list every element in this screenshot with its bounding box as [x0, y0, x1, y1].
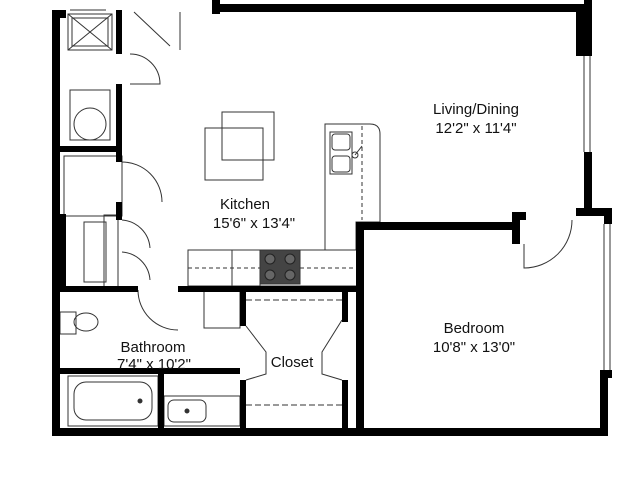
kitchen-name: Kitchen: [220, 196, 270, 213]
bathtub: [67, 375, 159, 427]
walls: [52, 0, 612, 436]
kitchen-size: 15'6" x 13'4": [213, 215, 295, 232]
cooktop: [259, 249, 301, 285]
fixtures: [59, 9, 611, 427]
island: [204, 127, 264, 181]
living-dining-name: Living/Dining: [433, 101, 519, 118]
living-dining-size: 12'2" x 11'4": [435, 120, 516, 137]
bedroom-name: Bedroom: [444, 320, 505, 337]
door-swings: [121, 11, 573, 381]
room-labels: Living/Dining 12'2" x 11'4" Kitchen 15'6…: [117, 101, 519, 373]
bathroom-name: Bathroom: [120, 339, 185, 356]
shower: [67, 13, 113, 51]
closet-name: Closet: [271, 354, 314, 371]
bedroom-size: 10'8" x 13'0": [433, 339, 515, 356]
faucet: [351, 151, 359, 159]
bathroom-size: 7'4" x 10'2": [117, 356, 191, 373]
